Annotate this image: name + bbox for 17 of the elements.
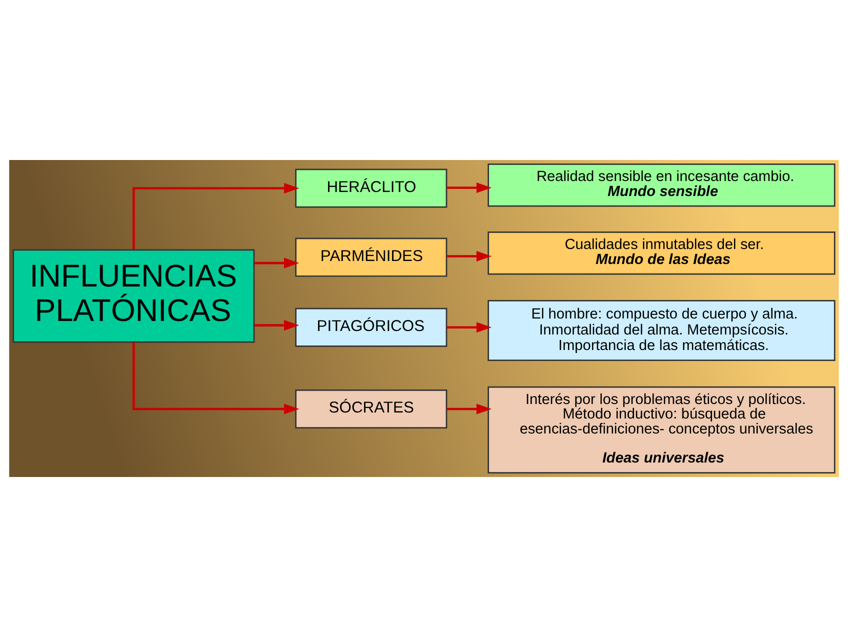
node-box: Interés por los problemas éticos y políticos. Método inductivo: búsqueda de esencias-definiciones- conceptos universales Ideas universales [488, 386, 836, 473]
arrow [132, 342, 300, 414]
arrow [446, 322, 492, 332]
node-box: Realidad sensible en incesante cambio. Mundo sensible [488, 163, 836, 206]
arrow [446, 182, 492, 192]
node-box: El hombre: compuesto de cuerpo y alma. Inmortalidad del alma. Metempsícosis. Importancia de las matemáticas. [488, 300, 836, 361]
arrow [446, 403, 492, 414]
arrow [132, 182, 300, 250]
node-box: SÓCRATES [295, 388, 448, 428]
node-box: INFLUENCIAS PLATÓNICAS [12, 248, 255, 342]
node-box: HERÁCLITO [295, 168, 448, 208]
arrow [254, 320, 300, 330]
node-box: Cualidades inmutables del ser. Mundo de las Ideas [488, 231, 836, 274]
arrow [254, 257, 300, 268]
arrow [446, 250, 492, 262]
node-box: PITAGÓRICOS [295, 307, 448, 346]
node-box: PARMÉNIDES [295, 237, 448, 276]
